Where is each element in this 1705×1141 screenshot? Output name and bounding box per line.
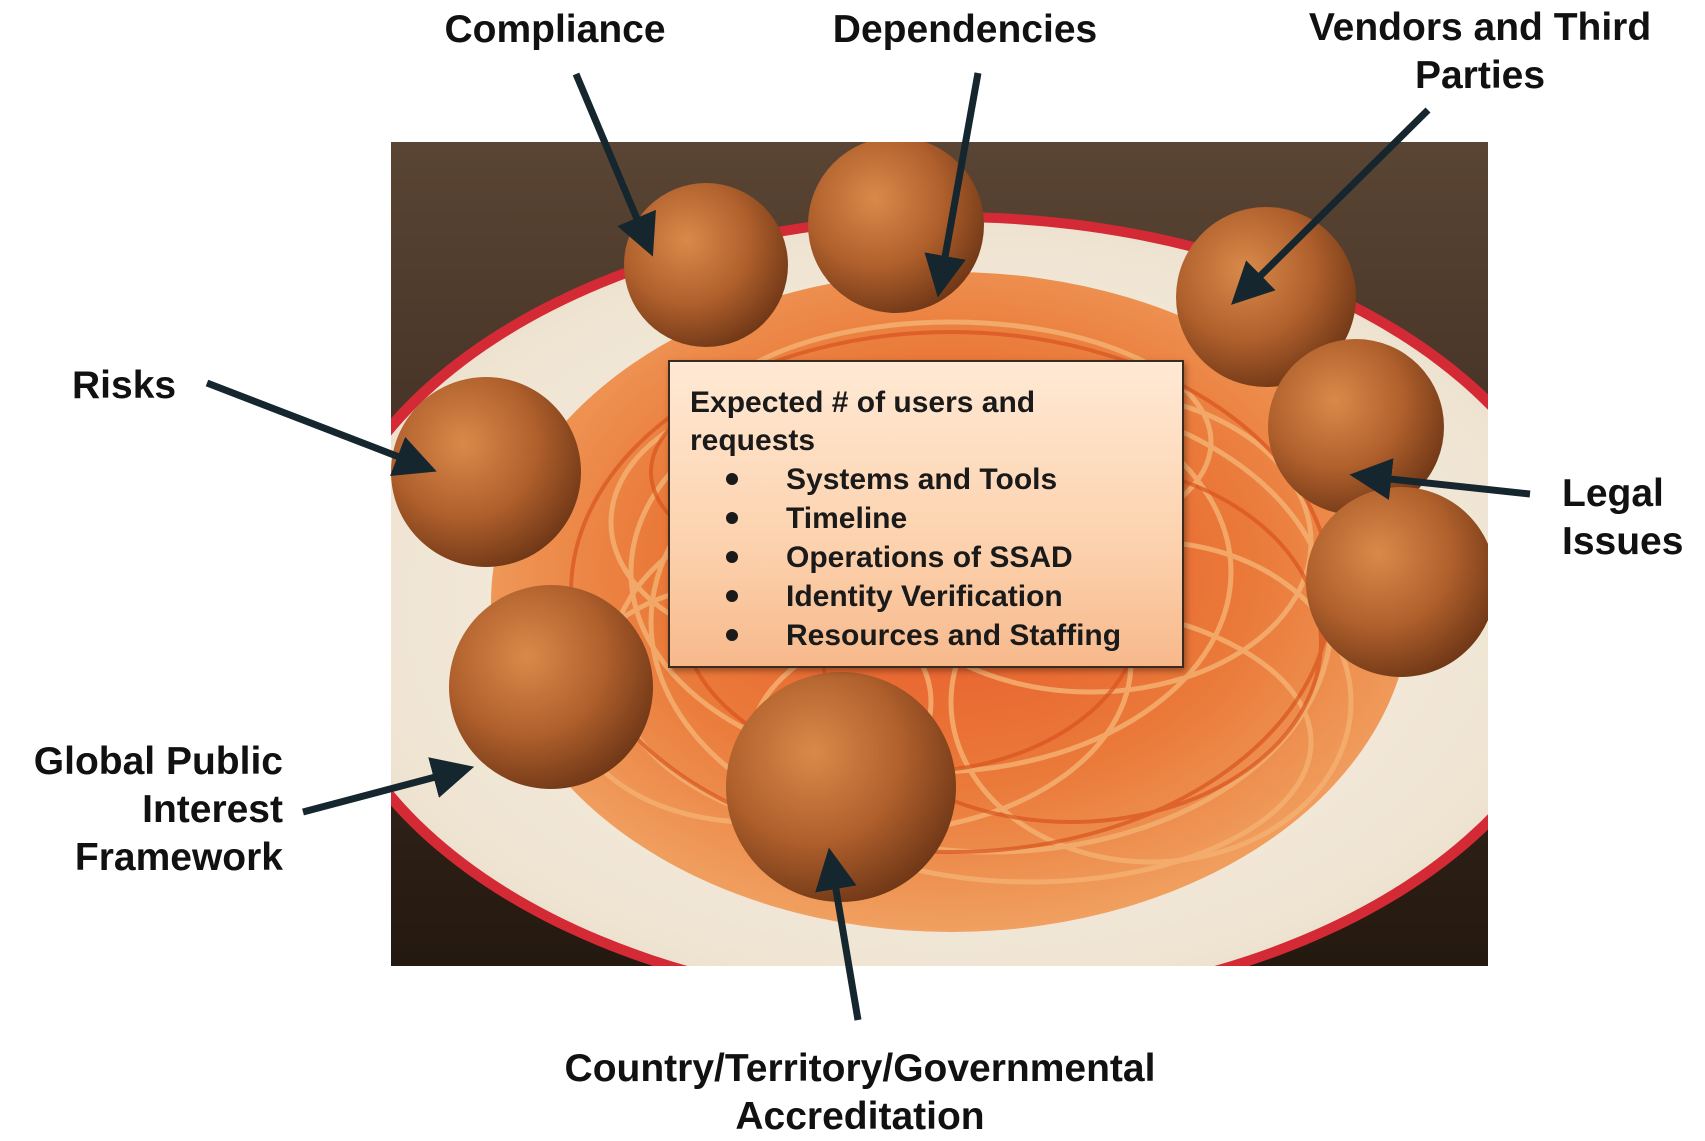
list-item-text: Identity Verification bbox=[786, 580, 1063, 613]
list-item-text: Systems and Tools bbox=[786, 463, 1058, 496]
list-item: Operations of SSAD bbox=[690, 538, 1164, 577]
bullet-icon bbox=[726, 551, 738, 563]
label-dependencies: Dependencies bbox=[832, 8, 1098, 51]
label-vendors-line-1: Vendors and Third bbox=[1308, 6, 1652, 49]
list-item-text: Resources and Staffing bbox=[786, 619, 1122, 652]
label-compliance: Compliance bbox=[444, 8, 666, 51]
label-vendors-third-parties: Vendors and Third Parties bbox=[1270, 4, 1690, 100]
center-info-box: Expected # of users and requests Systems… bbox=[668, 360, 1184, 668]
list-item: Timeline bbox=[690, 499, 1164, 538]
bullet-icon bbox=[726, 590, 738, 602]
label-legal-issues: Legal Issues bbox=[1562, 470, 1683, 566]
list-item: Systems and Tools bbox=[690, 460, 1164, 499]
list-item-text: Operations of SSAD bbox=[786, 541, 1073, 574]
bullet-icon bbox=[726, 473, 738, 485]
center-box-heading-line-2: requests bbox=[690, 424, 816, 457]
label-gpif-line-1: Global Public bbox=[33, 740, 283, 783]
bullet-icon bbox=[726, 512, 738, 524]
label-country-accreditation: Country/Territory/Governmental Accredita… bbox=[490, 1045, 1230, 1141]
center-box-list: Systems and Tools Timeline Operations of… bbox=[690, 460, 1164, 655]
label-country-line-2: Accreditation bbox=[735, 1095, 985, 1138]
label-gpif-line-2: Interest bbox=[142, 788, 283, 831]
label-legal-line-1: Legal bbox=[1562, 472, 1664, 515]
list-item: Resources and Staffing bbox=[690, 616, 1164, 655]
label-gpif-line-3: Framework bbox=[74, 836, 283, 879]
label-risks: Risks bbox=[72, 364, 177, 407]
center-box-heading: Expected # of users and requests bbox=[690, 384, 1164, 460]
label-global-public-interest-framework: Global Public Interest Framework bbox=[0, 738, 283, 882]
label-legal-line-2: Issues bbox=[1562, 520, 1684, 563]
label-country-line-1: Country/Territory/Governmental bbox=[564, 1047, 1156, 1090]
list-item: Identity Verification bbox=[690, 577, 1164, 616]
bullet-icon bbox=[726, 629, 738, 641]
list-item-text: Timeline bbox=[786, 502, 908, 535]
center-box-heading-line-1: Expected # of users and bbox=[690, 386, 1036, 419]
label-vendors-line-2: Parties bbox=[1414, 54, 1546, 97]
